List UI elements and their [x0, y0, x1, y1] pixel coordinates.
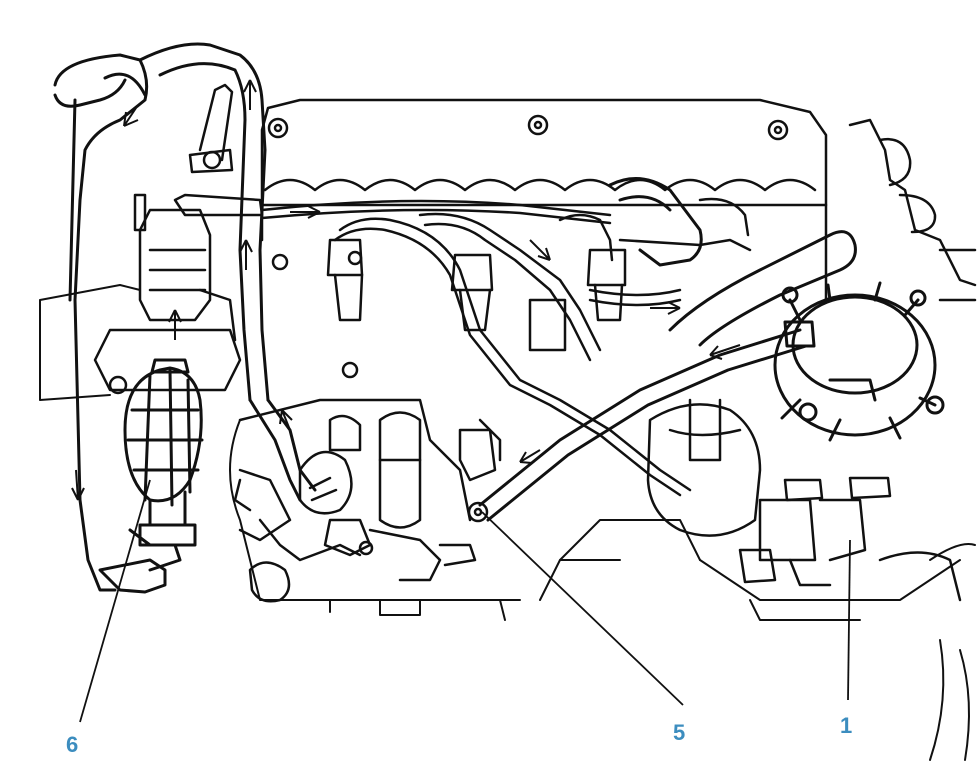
- right-edge-components: [848, 118, 977, 602]
- callout-leaders: [79, 479, 851, 723]
- intake-hose: [608, 177, 857, 347]
- filter-housing: [773, 281, 945, 442]
- leader-line-6: [79, 479, 151, 723]
- primer-hoses: [53, 42, 317, 594]
- leader-line-1: [847, 539, 851, 701]
- engine-block: [39, 284, 976, 761]
- callout-label-1: 1: [840, 713, 852, 738]
- oil-filter: [646, 398, 762, 537]
- fuel-return-pipe: [478, 320, 816, 522]
- hand-primer-bulb: [123, 358, 204, 547]
- fuel-filter-outlet-connection: [738, 476, 892, 587]
- fuel-filter-head: [93, 83, 264, 395]
- injectors: [271, 238, 627, 379]
- injection-pump: [233, 398, 502, 603]
- leader-line-5: [481, 511, 684, 706]
- callout-label-5: 5: [673, 720, 685, 745]
- callout-label-6: 6: [66, 732, 78, 757]
- injector-pipes: [260, 197, 752, 497]
- rocker-cover: [260, 98, 828, 302]
